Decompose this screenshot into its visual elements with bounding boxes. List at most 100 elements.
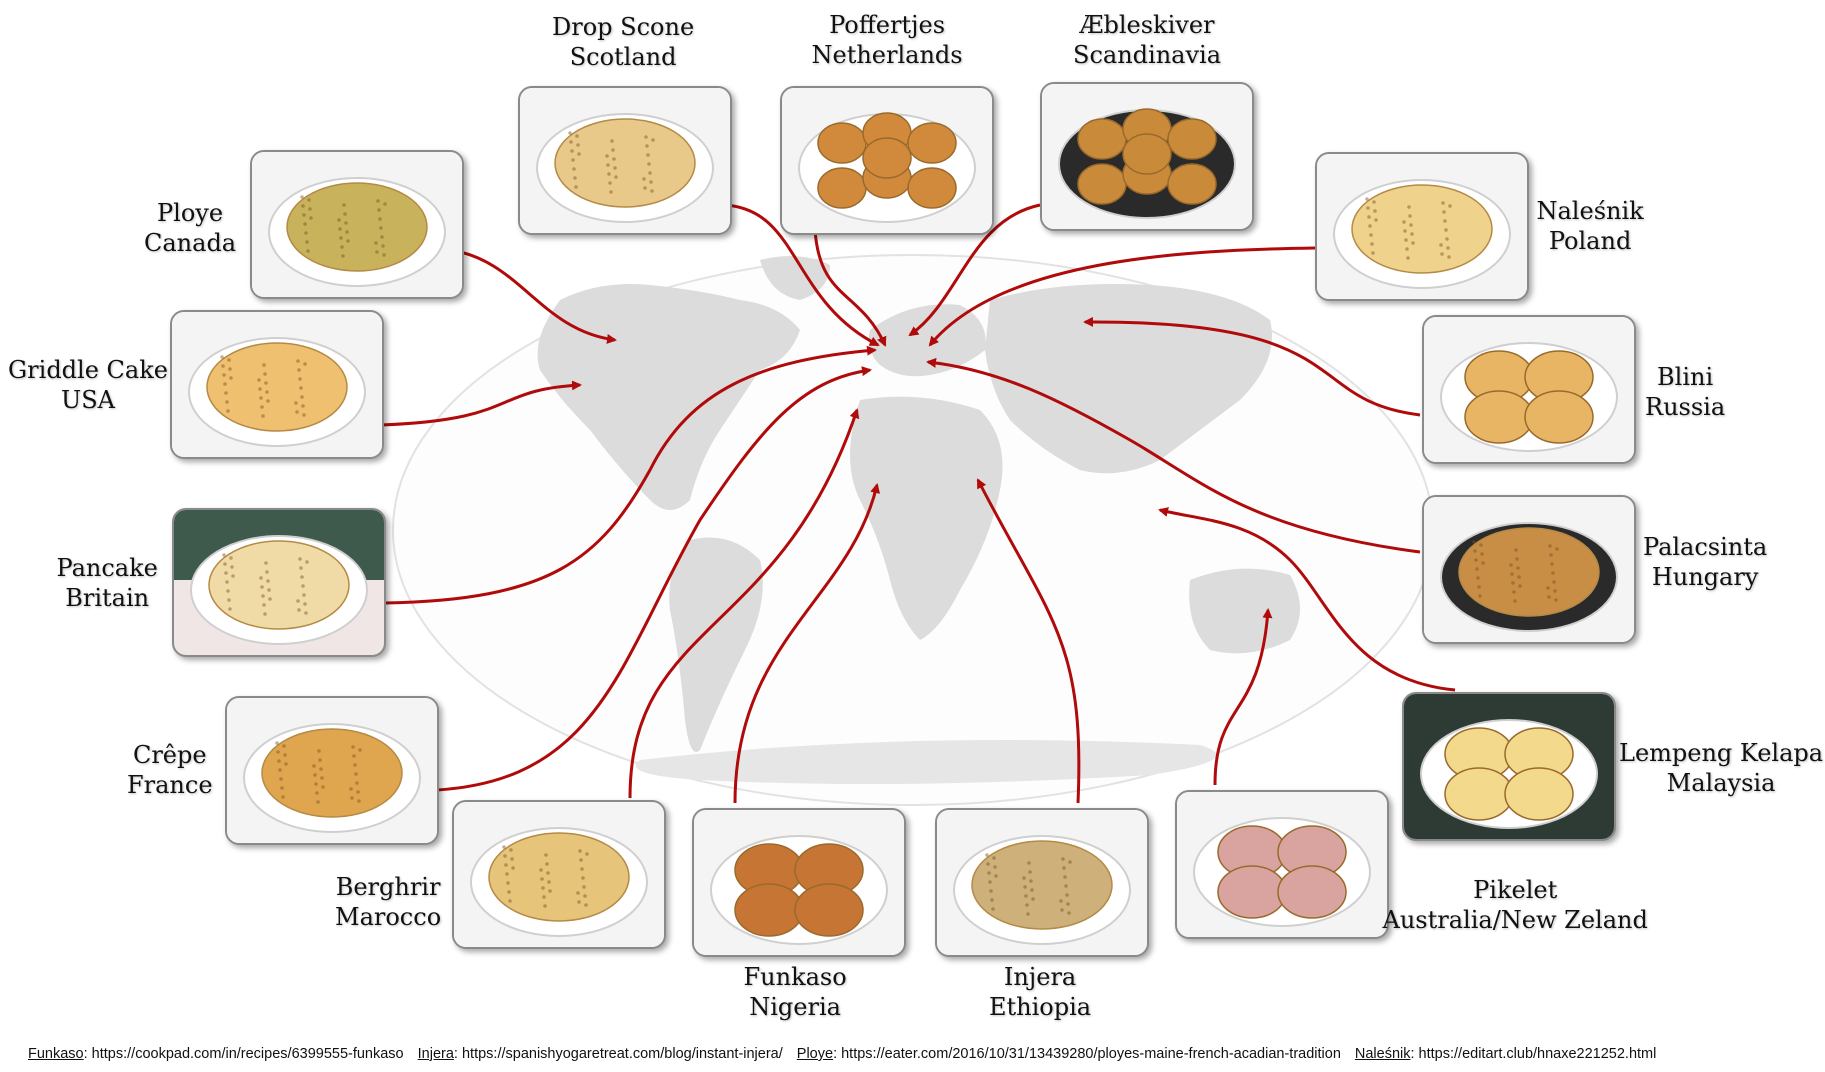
food-name: Ploye [157, 199, 224, 227]
food-country: Netherlands [811, 41, 963, 69]
pancake-card [172, 508, 386, 657]
blini-card [1422, 315, 1636, 464]
arrow-lempeng [1158, 507, 1456, 692]
food-country: Hungary [1651, 563, 1759, 591]
asia-shape [985, 284, 1272, 474]
source-url[interactable]: https://editart.club/hnaxe221252.html [1414, 1046, 1657, 1062]
injera-image [937, 810, 1147, 955]
greenland-shape [760, 256, 830, 300]
food-name: Berghrir [335, 873, 441, 901]
lempeng-image [1404, 694, 1614, 839]
arrow-blini [1083, 316, 1421, 417]
food-name: Palacsinta [1643, 533, 1768, 561]
arrow-berghrir [628, 408, 860, 799]
food-country: Russia [1645, 393, 1726, 421]
arrow-pancake [384, 345, 877, 605]
palacsinta-image [1424, 497, 1634, 642]
poffertjes-card [780, 86, 994, 235]
source-name[interactable]: Naleśnik [1354, 1046, 1411, 1062]
source-url[interactable]: https://eater.com/2016/10/31/13439280/pl… [837, 1046, 1341, 1062]
food-country: Britain [65, 584, 150, 612]
food-name: Æbleskiver [1079, 11, 1215, 39]
food-country: Marocco [335, 903, 442, 931]
food-country: Australia/New Zeland [1382, 906, 1648, 934]
food-name: Griddle Cake [8, 356, 168, 384]
food-name: Naleśnik [1536, 197, 1644, 225]
antarctica-shape [636, 740, 1217, 784]
food-name: Pikelet [1473, 876, 1558, 904]
funkaso-card [692, 808, 906, 957]
arrow-pikelet [1213, 608, 1273, 786]
arrow-ploye [449, 248, 617, 344]
nalesnik-image [1317, 154, 1527, 299]
source-citation: Ploye: https://eater.com/2016/10/31/1343… [797, 1046, 1341, 1062]
source-name[interactable]: Funkaso [28, 1046, 84, 1062]
ploye-image [252, 152, 462, 297]
sources-footer: Funkaso: https://cookpad.com/in/recipes/… [28, 1046, 1818, 1062]
world-map [392, 254, 1434, 806]
south-america-shape [669, 537, 763, 752]
food-name: Pancake [56, 554, 158, 582]
pikelet-card [1175, 790, 1389, 939]
food-country: Ethiopia [989, 993, 1092, 1021]
source-citation: Funkaso: https://cookpad.com/in/recipes/… [28, 1046, 404, 1062]
food-country: USA [60, 386, 115, 414]
food-name: Poffertjes [829, 11, 946, 39]
injera-card [935, 808, 1149, 957]
funkaso-image [694, 810, 904, 955]
food-country: Canada [144, 229, 237, 257]
arrow-palacsinta [926, 357, 1421, 554]
source-url[interactable]: https://spanishyogaretreat.com/blog/inst… [457, 1046, 783, 1062]
palacsinta-card [1422, 495, 1636, 644]
source-separator: : [833, 1046, 838, 1062]
blini-image [1424, 317, 1634, 462]
source-citation: Injera: https://spanishyogaretreat.com/b… [418, 1046, 783, 1062]
food-country: France [127, 771, 213, 799]
arrows-group [379, 203, 1456, 804]
australia-shape [1189, 568, 1300, 654]
lempeng-card [1402, 692, 1616, 841]
poffertjes-image [782, 88, 992, 233]
arrow-injera [976, 478, 1081, 804]
food-name: Blini [1657, 363, 1714, 391]
pancake-image [174, 510, 384, 655]
food-country: Scandinavia [1073, 41, 1221, 69]
source-name[interactable]: Injera [417, 1046, 454, 1062]
berghrir-image [454, 802, 664, 947]
arrow-crepe [436, 366, 872, 792]
source-separator: : [1410, 1046, 1415, 1062]
food-country: Scotland [569, 43, 677, 71]
source-url[interactable]: https://cookpad.com/in/recipes/6399555-f… [87, 1046, 404, 1062]
arrow-aebleskiver [908, 203, 1041, 337]
source-citation: Naleśnik: https://editart.club/hnaxe2212… [1355, 1046, 1656, 1062]
arrow-griddle-cake [379, 380, 582, 427]
ploye-card [250, 150, 464, 299]
source-name[interactable]: Ploye [796, 1046, 834, 1062]
griddle-cake-card [170, 310, 384, 459]
food-name: Drop Scone [552, 13, 695, 41]
africa-shape [850, 396, 1003, 640]
drop-scone-image [520, 88, 730, 233]
drop-scone-card [518, 86, 732, 235]
arrow-nalesnik [928, 246, 1316, 347]
nalesnik-card [1315, 152, 1529, 301]
griddle-cake-image [172, 312, 382, 457]
food-country: Malaysia [1666, 769, 1776, 797]
arrow-poffertjes [813, 229, 887, 347]
crepe-image [227, 698, 437, 843]
